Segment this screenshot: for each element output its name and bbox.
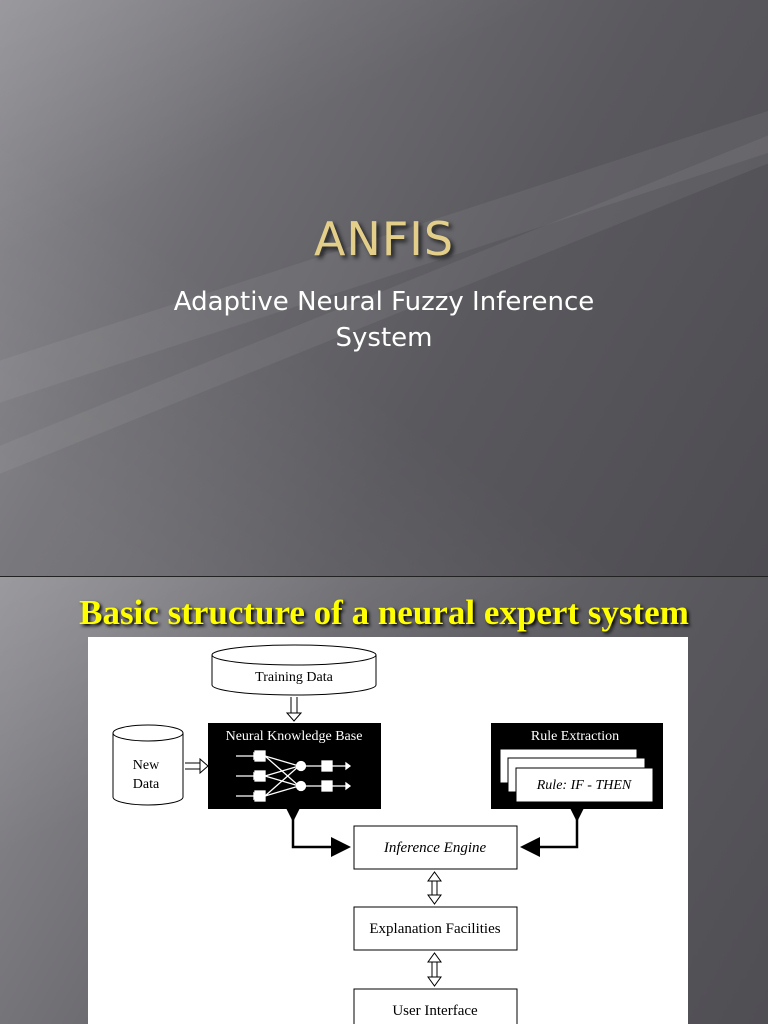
diagram-slide: Basic structure of a neural expert syste…	[0, 577, 768, 1024]
neural-expert-system-diagram: Training Data New Data	[112, 644, 663, 1024]
neural-knowledge-base: Neural Knowledge Base	[208, 723, 381, 809]
ie-explanation-arrow	[427, 871, 442, 905]
inference-engine-label: Inference Engine	[383, 840, 487, 856]
slide-title: ANFIS	[313, 212, 455, 266]
new-data-store: New Data	[112, 724, 184, 806]
rule-extraction-label: Rule Extraction	[531, 729, 619, 744]
inference-engine: Inference Engine	[353, 825, 518, 870]
new-data-label-1: New	[133, 758, 160, 773]
kb-ie-connector	[283, 802, 351, 857]
user-interface-label: User Interface	[392, 1003, 478, 1019]
slide-subtitle: Adaptive Neural Fuzzy Inference System	[173, 287, 595, 353]
title-slide: ANFIS Adaptive Neural Fuzzy Inference Sy…	[0, 0, 768, 577]
explanation-facilities: Explanation Facilities	[353, 906, 518, 951]
slide-title: Basic structure of a neural expert syste…	[79, 593, 689, 632]
neural-kb-label: Neural Knowledge Base	[226, 729, 363, 744]
diagram-panel: Training Data New Data	[88, 637, 688, 1024]
rule-label: Rule: IF - THEN	[536, 778, 632, 793]
training-data-label: Training Data	[255, 670, 333, 685]
re-ie-connector	[520, 802, 587, 857]
user-interface: User Interface	[353, 988, 518, 1024]
training-data-store: Training Data	[211, 644, 377, 696]
explanation-ui-arrow	[427, 952, 442, 987]
explanation-label: Explanation Facilities	[369, 921, 500, 937]
newdata-to-kb-arrow	[185, 757, 209, 775]
training-to-kb-arrow	[285, 697, 303, 722]
rule-extraction: Rule Extraction Rule: IF - THEN	[491, 723, 663, 809]
new-data-label-2: Data	[133, 777, 160, 792]
